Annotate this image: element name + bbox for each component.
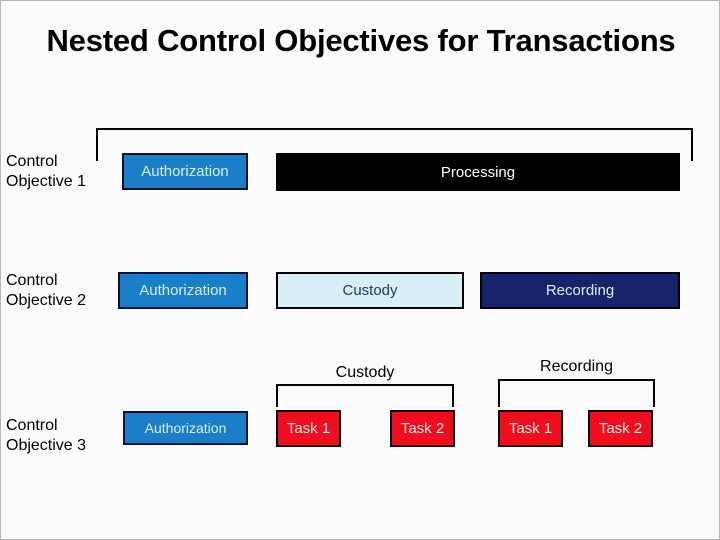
box-authorization-row1[interactable]: Authorization (122, 153, 248, 190)
box-recording-row2[interactable]: Recording (480, 272, 680, 309)
box-task-custody-1[interactable]: Task 1 (276, 410, 341, 447)
row-label-objective-2: Control Objective 2 (6, 272, 87, 309)
row-label-objective-1: Control Objective 1 (6, 153, 87, 190)
box-authorization-row2[interactable]: Authorization (118, 272, 248, 309)
box-task-recording-1[interactable]: Task 1 (498, 410, 563, 447)
bracket-caption-recording: Recording (540, 358, 613, 375)
row-label-objective-3: Control Objective 3 (6, 417, 87, 454)
box-processing-row1[interactable]: Processing (276, 153, 680, 191)
box-task-recording-2[interactable]: Task 2 (588, 410, 653, 447)
box-authorization-row3[interactable]: Authorization (123, 411, 248, 445)
box-custody-row2[interactable]: Custody (276, 272, 464, 309)
bracket-recording-group (498, 379, 655, 407)
page-title: Nested Control Objectives for Transactio… (46, 23, 676, 58)
bracket-custody-group (276, 384, 454, 407)
box-task-custody-2[interactable]: Task 2 (390, 410, 455, 447)
bracket-top-span (96, 128, 693, 161)
bracket-caption-custody: Custody (335, 364, 395, 381)
